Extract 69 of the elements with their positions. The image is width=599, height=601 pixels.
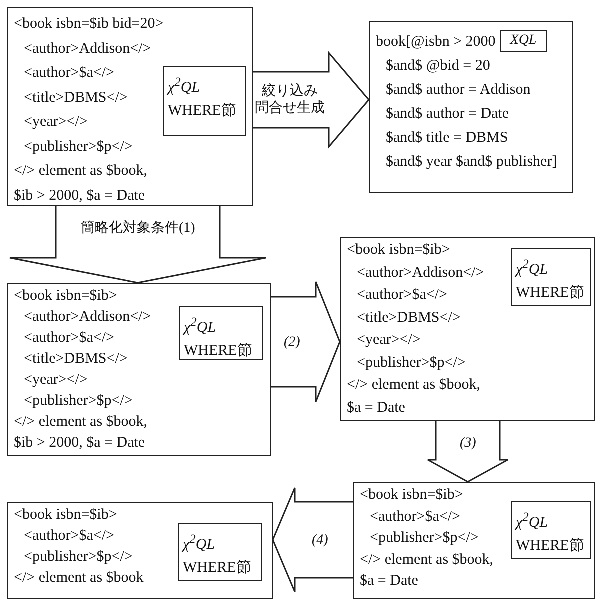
language-clause-box: [179, 306, 263, 360]
code-line: </> element as $book,: [14, 414, 148, 431]
code-line: </> element as $book: [14, 570, 144, 587]
code-line: $and$ author = Date: [386, 106, 510, 123]
clause-label: WHERE節: [183, 559, 252, 578]
code-line: <author>$a</>: [357, 287, 448, 304]
code-line: $ib > 2000, $a = Date: [14, 188, 146, 204]
language-name: χ$^{2}$QL: [516, 256, 548, 280]
language-clause-box: [511, 501, 591, 559]
code-line: <author>$a</>: [24, 330, 114, 347]
code-line: <author>Addison</>: [24, 309, 152, 326]
edge-label: (3): [460, 434, 476, 452]
code-line: <title>DBMS</>: [24, 351, 128, 368]
code-line: book[@isbn > 2000: [376, 34, 496, 51]
language-clause-box: [178, 523, 262, 581]
code-box: [7, 502, 273, 599]
language-clause-box: [163, 66, 246, 136]
code-line: <title>DBMS</>: [24, 90, 128, 106]
language-name: χ$^{2}$QL: [184, 314, 216, 338]
code-line: $a = Date: [347, 400, 406, 416]
code-line: <year></>: [357, 332, 421, 349]
language-tag: XQL: [500, 30, 547, 52]
clause-label: WHERE節: [516, 537, 584, 556]
code-line: <title>DBMS</>: [357, 310, 461, 326]
code-box: [340, 237, 595, 421]
language-name: χ$^{2}$QL: [183, 531, 216, 555]
code-line: <book isbn=$ib>: [14, 288, 118, 305]
code-line: $and$ @bid = 20: [386, 58, 490, 75]
code-line: $and$ title = DBMS: [386, 130, 508, 147]
edge-label: 絞り込み問合せ生成: [255, 83, 325, 117]
code-box: [369, 21, 573, 193]
block-arrow: [272, 487, 354, 593]
code-line: <book isbn=$ib>: [14, 507, 118, 524]
edge-label: (2): [284, 334, 300, 350]
edge-label: 簡略化対象条件(1): [81, 220, 196, 236]
code-line: <author>$a</>: [24, 528, 114, 545]
code-line: <year></>: [24, 114, 88, 131]
code-line: <publisher>$p</>: [24, 138, 133, 156]
language-name: χ$^{2}$QL: [168, 74, 200, 98]
code-line: <publisher>$p</>: [370, 530, 479, 547]
code-line: <book isbn=$ib>: [347, 242, 450, 259]
code-line: </> element as $book,: [14, 163, 148, 180]
block-arrow: [270, 281, 341, 403]
code-box: [7, 283, 271, 456]
code-box: [7, 7, 253, 206]
code-line: <publisher>$p</>: [24, 549, 133, 566]
code-line: $and$ year $and$ publisher]: [386, 154, 558, 171]
code-line: $ib > 2000, $a = Date: [14, 435, 146, 452]
code-line: <book isbn=$ib>: [360, 487, 464, 504]
code-line: <author>$a</>: [24, 65, 114, 82]
language-clause-box: [511, 248, 591, 306]
code-box: [353, 482, 595, 599]
code-line: </> element as $book,: [347, 377, 481, 394]
code-line: </> element as $book,: [360, 552, 494, 568]
code-line: $and$ author = Addison: [386, 82, 531, 99]
code-line: <publisher>$p</>: [24, 393, 133, 410]
clause-label: WHERE節: [516, 284, 584, 303]
clause-label: WHERE節: [184, 342, 252, 361]
edge-label: (4): [312, 532, 328, 548]
code-line: <author>$a</>: [370, 508, 460, 526]
block-arrow: [427, 420, 509, 483]
code-line: <book isbn=$ib bid=20>: [14, 16, 164, 33]
code-line: $a = Date: [360, 573, 418, 590]
code-line: <year></>: [24, 372, 88, 389]
code-line: <author>Addison</>: [357, 264, 484, 282]
clause-label: WHERE節: [168, 102, 236, 121]
code-line: <publisher>$p</>: [357, 354, 466, 372]
code-line: <author>Addison</>: [24, 40, 152, 58]
language-name: χ$^{2}$QL: [516, 509, 548, 533]
